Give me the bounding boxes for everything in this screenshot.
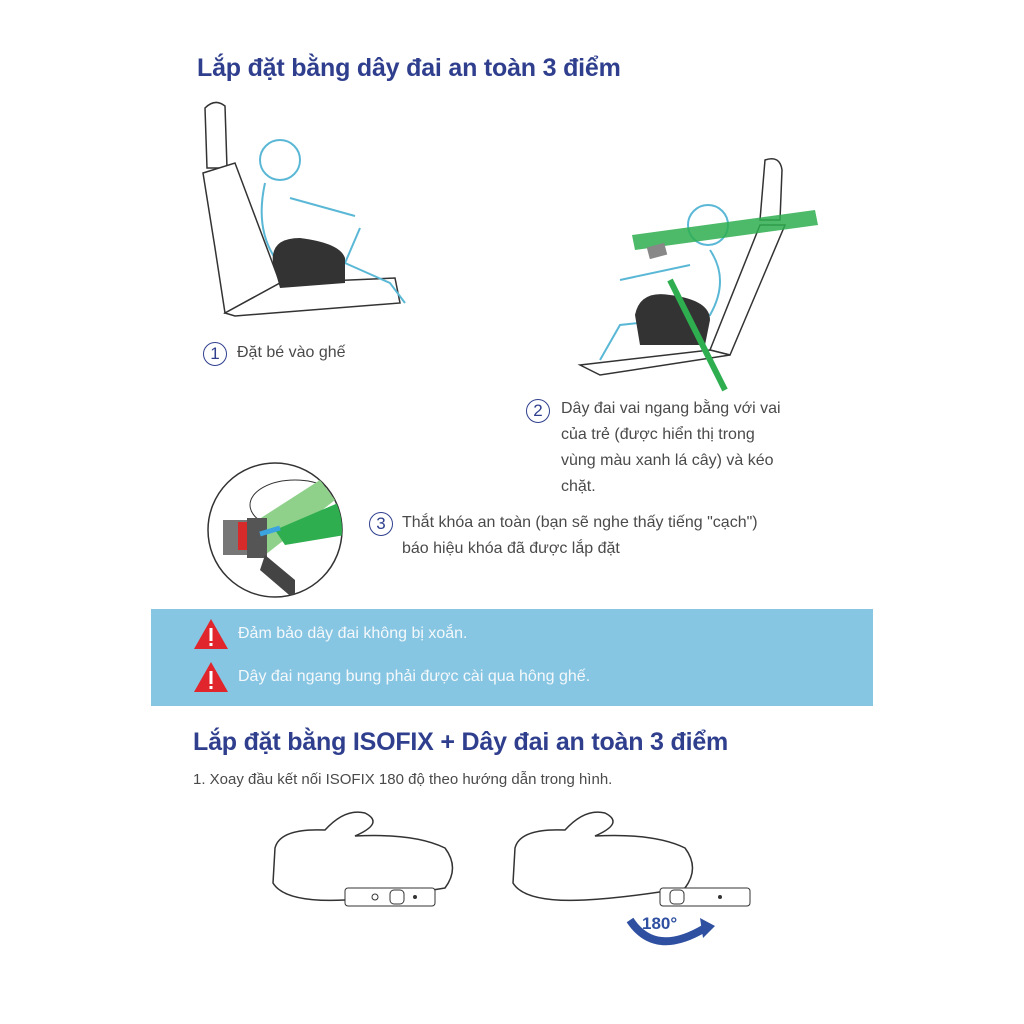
rotation-label: 180° bbox=[642, 914, 678, 933]
warning-band bbox=[151, 609, 873, 706]
warning-text-1: Đảm bảo dây đai không bị xoắn. bbox=[238, 625, 468, 642]
step-number-1: 1 bbox=[203, 342, 227, 366]
step-3-line-2: báo hiệu khóa đã được lắp đặt bbox=[402, 540, 620, 557]
illustration-child-in-seat bbox=[202, 101, 406, 317]
step-2-line-2: của trẻ (được hiển thị trong bbox=[561, 426, 755, 443]
illustration-buckle-closeup bbox=[207, 462, 343, 598]
section1-title: Lắp đặt bằng dây đai an toàn 3 điểm bbox=[197, 54, 621, 82]
section2-title: Lắp đặt bằng ISOFIX + Dây đai an toàn 3 … bbox=[193, 728, 729, 756]
step-1-text: Đặt bé vào ghế bbox=[237, 344, 346, 361]
booster-seat-before-rotation bbox=[272, 811, 454, 907]
step-number-2: 2 bbox=[526, 399, 550, 423]
booster-seat-after-rotation bbox=[512, 811, 751, 946]
step-2-line-1: Dây đai vai ngang bằng với vai bbox=[561, 400, 781, 417]
step-3-line-1: Thắt khóa an toàn (bạn sẽ nghe thấy tiến… bbox=[402, 514, 758, 531]
isofix-step-1-text: 1. Xoay đầu kết nối ISOFIX 180 độ theo h… bbox=[193, 771, 613, 788]
illustration-shoulder-belt bbox=[577, 158, 818, 392]
step-2-line-3: vùng màu xanh lá cây) và kéo bbox=[561, 452, 774, 469]
step-number-3: 3 bbox=[369, 512, 393, 536]
warning-text-2: Dây đai ngang bung phải được cài qua hôn… bbox=[238, 668, 591, 685]
warning-triangle-icon bbox=[194, 662, 228, 692]
warning-triangle-icon bbox=[194, 619, 228, 649]
step-2-line-4: chặt. bbox=[561, 478, 596, 495]
